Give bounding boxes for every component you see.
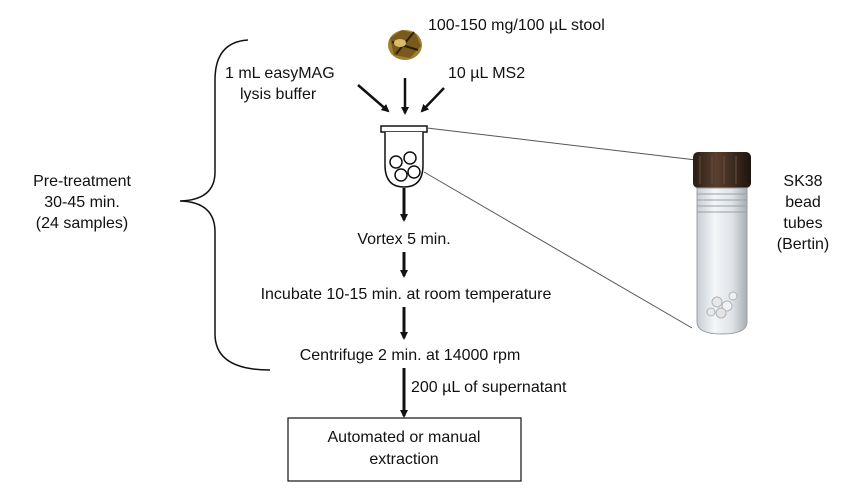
zoom-line-bottom — [423, 171, 693, 329]
centrifuge-label: Centrifuge 2 min. at 14000 rpm — [300, 347, 521, 364]
tube-label-line4: (Bertin) — [777, 236, 829, 253]
tube-label-line1: SK38 — [783, 173, 822, 190]
extraction-line2: extraction — [369, 451, 438, 468]
pretreatment-brace — [179, 39, 271, 371]
arrow-lysis — [357, 84, 390, 113]
incubate-label: Incubate 10-15 min. at room temperature — [261, 286, 552, 303]
tube-label-line3: tubes — [783, 215, 822, 232]
arrow-ms2 — [420, 87, 445, 113]
vortex-label: Vortex 5 min. — [357, 231, 450, 248]
bead-tube-icon — [693, 152, 751, 335]
pretreatment-line2: 30-45 min. — [44, 194, 120, 211]
pretreatment-line3: (24 samples) — [36, 215, 128, 232]
zoom-line-top — [426, 127, 697, 161]
extraction-box — [287, 417, 522, 482]
lysis-buffer-label-line1: 1 mL easyMAG — [225, 65, 335, 82]
tube-label-line2: bead — [785, 194, 821, 211]
stool-label: 100-150 mg/100 µL stool — [428, 17, 605, 34]
stool-icon — [388, 30, 422, 60]
lysis-buffer-label-line2: lysis buffer — [240, 86, 317, 103]
pretreatment-line1: Pre-treatment — [33, 173, 131, 190]
supernatant-label: 200 µL of supernatant — [411, 379, 567, 396]
ms2-label: 10 µL MS2 — [448, 65, 525, 82]
microtube-icon — [380, 125, 428, 188]
extraction-line1: Automated or manual — [328, 429, 481, 446]
